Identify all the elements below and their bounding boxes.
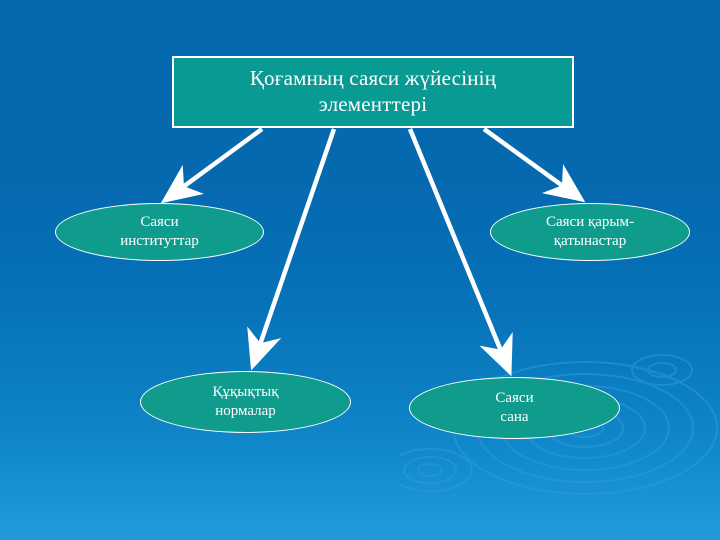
node-label-institutions: Саяси институттар: [120, 213, 199, 249]
arrow-to-institutions: [160, 127, 264, 204]
diagram-title-box: Қоғамның саяси жүйесінің элементтері: [172, 56, 574, 128]
diagram-title-text: Қоғамның саяси жүйесінің элементтері: [249, 66, 497, 116]
node-political-institutions: Саяси институттар: [55, 203, 264, 261]
water-ripples-decoration: [400, 354, 718, 495]
arrow-to-relations: [482, 127, 586, 203]
node-label-relations: Саяси қарым- қатынастар: [545, 213, 634, 249]
node-legal-norms: Құқықтық нормалар: [140, 371, 351, 433]
arrow-to-consciousness: [407, 128, 513, 377]
node-political-relations: Саяси қарым- қатынастар: [490, 203, 690, 261]
node-political-consciousness: Саяси сана: [409, 377, 620, 439]
node-label-norms: Құқықтық нормалар: [212, 383, 279, 419]
arrow-to-norms: [247, 128, 337, 371]
node-label-consciousness: Саяси сана: [495, 389, 534, 425]
